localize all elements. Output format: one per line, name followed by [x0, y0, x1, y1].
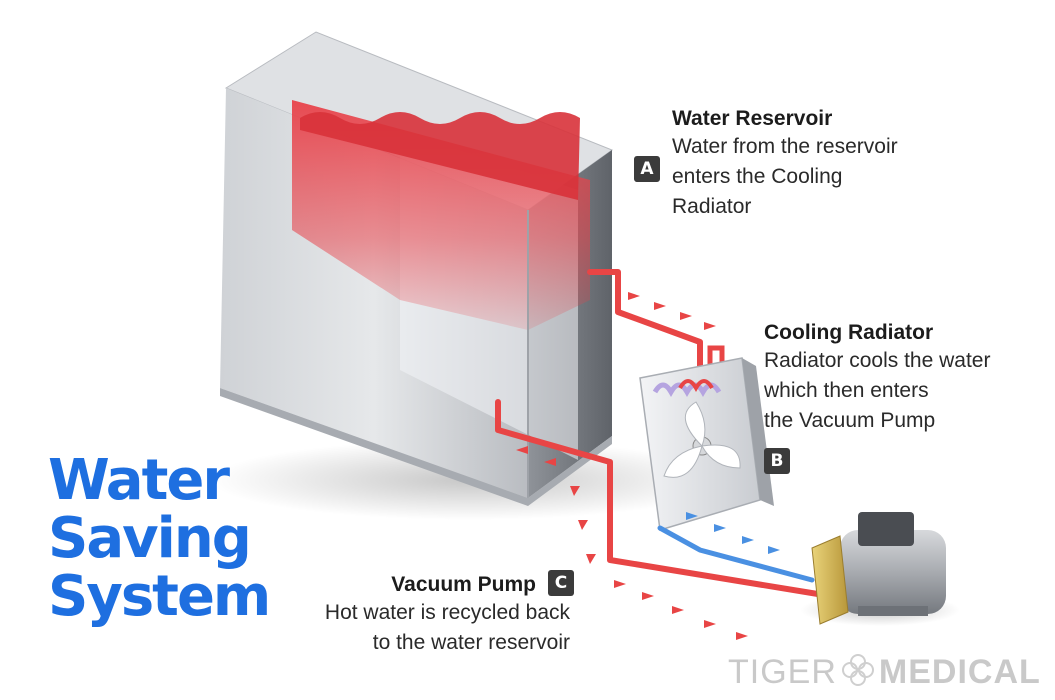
pipe-reservoir-to-radiator: [587, 269, 703, 375]
flow-arrow: [704, 620, 716, 628]
radiator-desc-line-3: the Vacuum Pump: [764, 409, 936, 432]
reservoir-desc-line-2: enters the Cooling: [672, 165, 843, 188]
flow-arrows: [516, 292, 780, 640]
flow-arrow: [516, 446, 528, 454]
radiator-coils-hot: [678, 379, 714, 393]
fan-blade-3: [663, 445, 703, 478]
pump-foot: [858, 606, 928, 616]
flow-arrow: [642, 592, 654, 600]
water-surface: [300, 112, 580, 200]
pump-callout: Vacuum Pump Hot water is recycled back t…: [270, 572, 570, 658]
cooling-radiator: [639, 357, 774, 531]
flow-arrow: [614, 580, 626, 588]
badge-a: A: [634, 156, 660, 182]
flow-arrow: [570, 486, 580, 496]
flow-arrow: [704, 322, 716, 330]
pump-desc-line-2: to the water reservoir: [372, 631, 570, 654]
flow-arrow: [578, 520, 588, 530]
watermark: TIGER MEDICAL: [728, 652, 1041, 692]
watermark-brand-left: TIGER: [728, 653, 837, 691]
flow-arrow: [686, 512, 698, 520]
radiator-desc-line-1: Radiator cools the water: [764, 349, 991, 372]
pipe-pump-to-reservoir: [495, 399, 833, 599]
hot-water-volume: [292, 100, 590, 330]
hot-flow-arrows: [516, 292, 748, 640]
flow-arrow: [628, 292, 640, 300]
flow-arrow: [544, 458, 556, 466]
pump-motor-body: [840, 530, 946, 614]
headline-line-2: System: [48, 564, 271, 629]
radiator-coils: [652, 382, 722, 398]
reservoir-title: Water Reservoir: [672, 107, 833, 130]
flow-arrow: [742, 536, 754, 544]
watermark-brand-right: MEDICAL: [878, 653, 1041, 691]
pump-desc-line-1: Hot water is recycled back: [324, 601, 570, 624]
pipe-radiator-to-pump: [657, 525, 815, 583]
flow-arrow: [768, 546, 780, 554]
reservoir-callout: Water Reservoir Water from the reservoir…: [672, 106, 898, 222]
fan-blade-1: [685, 401, 706, 447]
badge-b: B: [764, 448, 790, 474]
flow-arrow: [672, 606, 684, 614]
pipe-reservoir-to-radiator-2: [707, 345, 725, 375]
flow-arrow: [736, 632, 748, 640]
flower-logo-icon: [841, 653, 875, 696]
badge-c: C: [548, 570, 574, 596]
flow-arrow: [586, 554, 596, 564]
headline-line-1: Water Saving: [48, 448, 252, 571]
radiator-title: Cooling Radiator: [764, 321, 934, 344]
flow-arrow: [680, 312, 692, 320]
pump-terminal-box: [858, 512, 914, 546]
radiator-callout: Cooling Radiator Radiator cools the wate…: [764, 320, 990, 436]
vacuum-pump: [800, 512, 960, 626]
flow-arrow: [654, 302, 666, 310]
water-reservoir-tank: [220, 31, 614, 506]
pump-brass-head: [811, 535, 849, 625]
flow-arrow: [714, 524, 726, 532]
cold-flow-arrows: [686, 512, 780, 554]
fan-blade-2: [701, 444, 741, 469]
reservoir-desc-line-3: Radiator: [672, 195, 752, 218]
reservoir-desc-line-1: Water from the reservoir: [672, 135, 898, 158]
radiator-desc-line-2: which then enters: [764, 379, 929, 402]
headline: Water Saving System: [48, 452, 388, 626]
pump-title: Vacuum Pump: [391, 573, 536, 596]
